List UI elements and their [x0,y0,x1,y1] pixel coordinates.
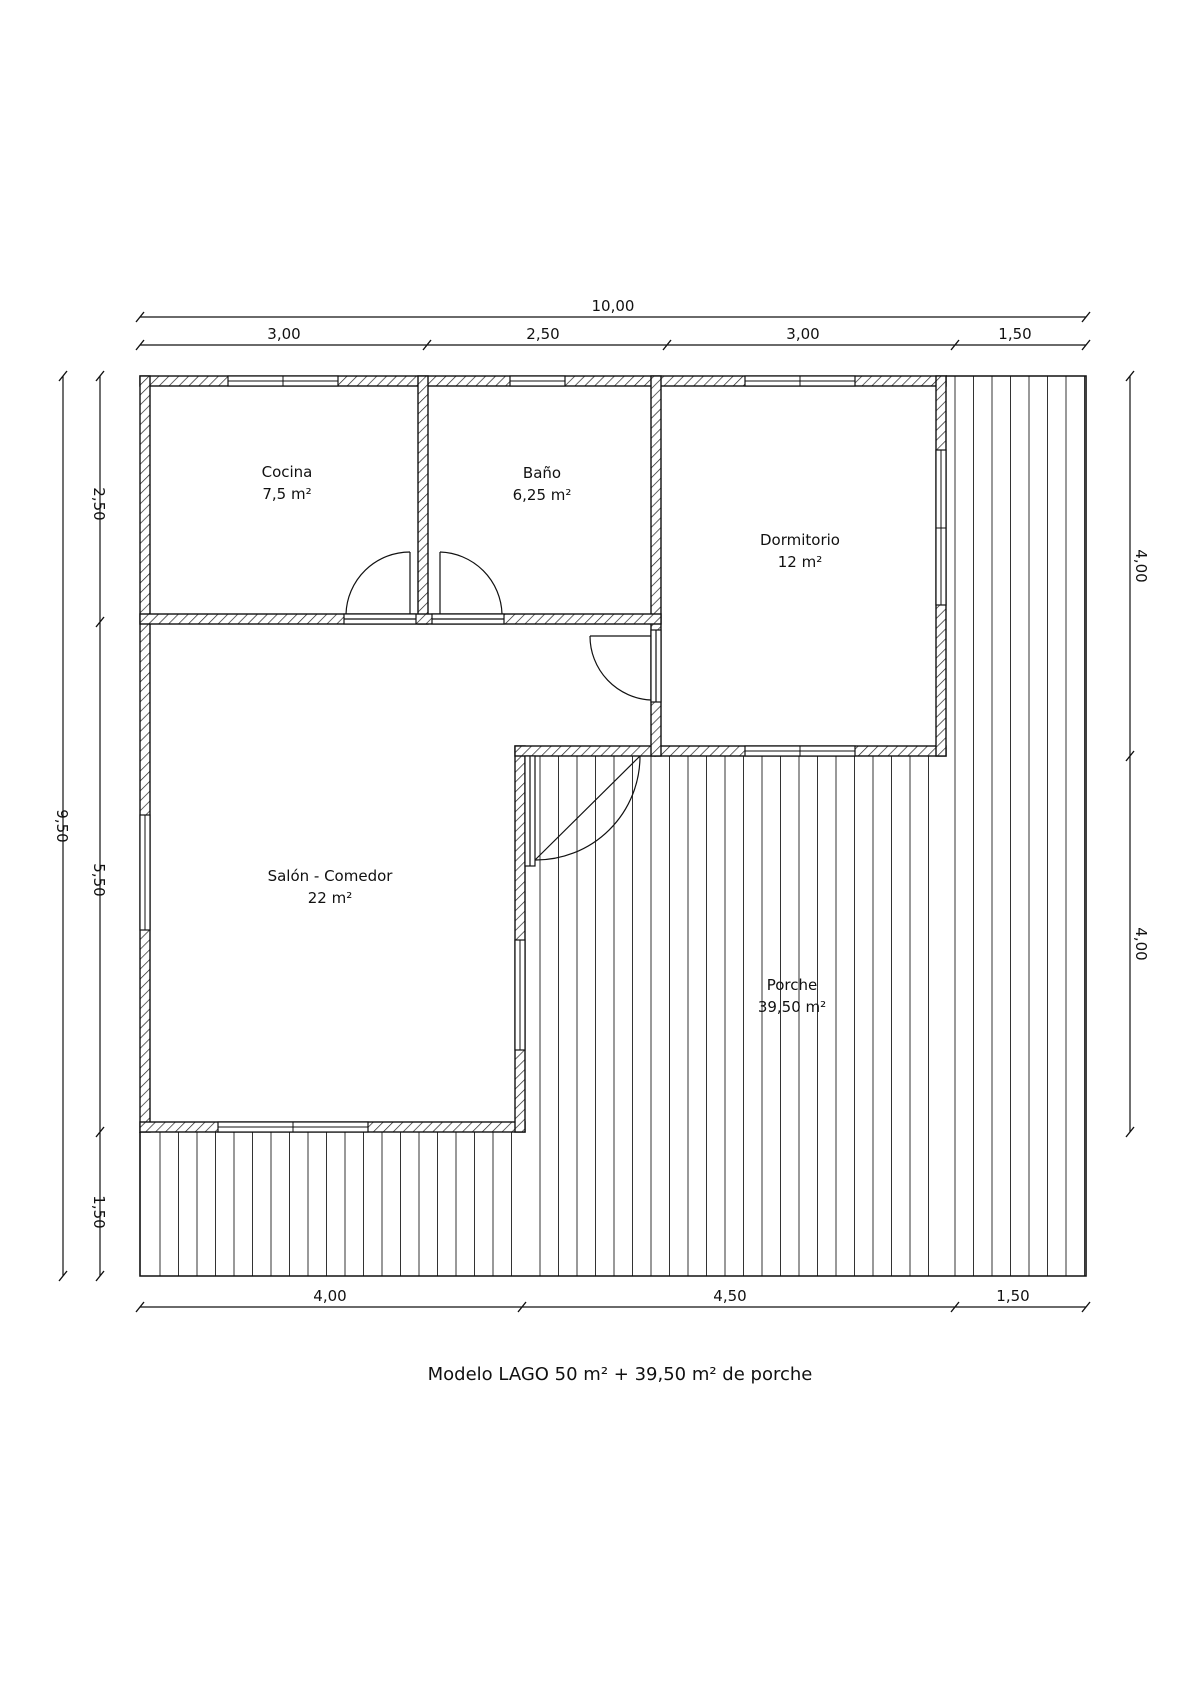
dimension-ticks [58,311,1135,1313]
dim-left-3: 1,50 [90,1195,108,1228]
window-glass-lines [144,376,946,1132]
dimension-tick [135,1301,145,1313]
room-area-bano: 6,25 m² [513,486,572,504]
room-area-salon: 22 m² [308,889,352,907]
dimension-tick [58,1270,68,1282]
plan-caption: Modelo LAGO 50 m² + 39,50 m² de porche [428,1364,813,1385]
dimension-tick [1125,750,1135,762]
room-area-dormitorio: 12 m² [778,553,822,571]
dim-left-1: 2,50 [90,487,108,520]
porch-outline [139,375,1087,1277]
porch-decking [159,376,1085,1276]
doors [343,551,662,867]
dim-bottom-3: 1,50 [996,1287,1029,1305]
dimension-tick [95,370,105,382]
room-name-porche: Porche [767,976,818,994]
dimension-tick [1081,311,1091,323]
dimension-tick [950,1301,960,1313]
dim-left-2: 5,50 [90,863,108,896]
dimension-tick [58,370,68,382]
dimension-lines [62,316,1131,1308]
dim-top-4: 1,50 [998,325,1031,343]
room-name-cocina: Cocina [262,463,313,481]
dim-top-3: 3,00 [786,325,819,343]
dim-top-2: 2,50 [526,325,559,343]
dim-top-total: 10,00 [592,297,635,315]
dim-bottom-1: 4,00 [313,1287,346,1305]
dimension-tick [1081,339,1091,351]
room-name-dormitorio: Dormitorio [760,531,840,549]
dimension-tick [950,339,960,351]
dimension-tick [1125,370,1135,382]
dimension-tick [517,1301,527,1313]
room-area-cocina: 7,5 m² [262,485,311,503]
dimension-tick [95,1126,105,1138]
dim-right-2: 4,00 [1132,927,1150,960]
dimension-tick [662,339,672,351]
dimension-tick [135,311,145,323]
dimension-tick [95,1270,105,1282]
dimension-tick [1125,1126,1135,1138]
dimension-tick [1081,1301,1091,1313]
dimension-tick [135,339,145,351]
dim-left-total: 9,50 [53,809,71,842]
dim-bottom-2: 4,50 [713,1287,746,1305]
dim-right-1: 4,00 [1132,549,1150,582]
room-name-salon: Salón - Comedor [268,867,394,885]
dimension-tick [422,339,432,351]
room-area-porche: 39,50 m² [758,998,826,1016]
room-name-bano: Baño [523,464,561,482]
dimension-tick [95,616,105,628]
dim-top-1: 3,00 [267,325,300,343]
